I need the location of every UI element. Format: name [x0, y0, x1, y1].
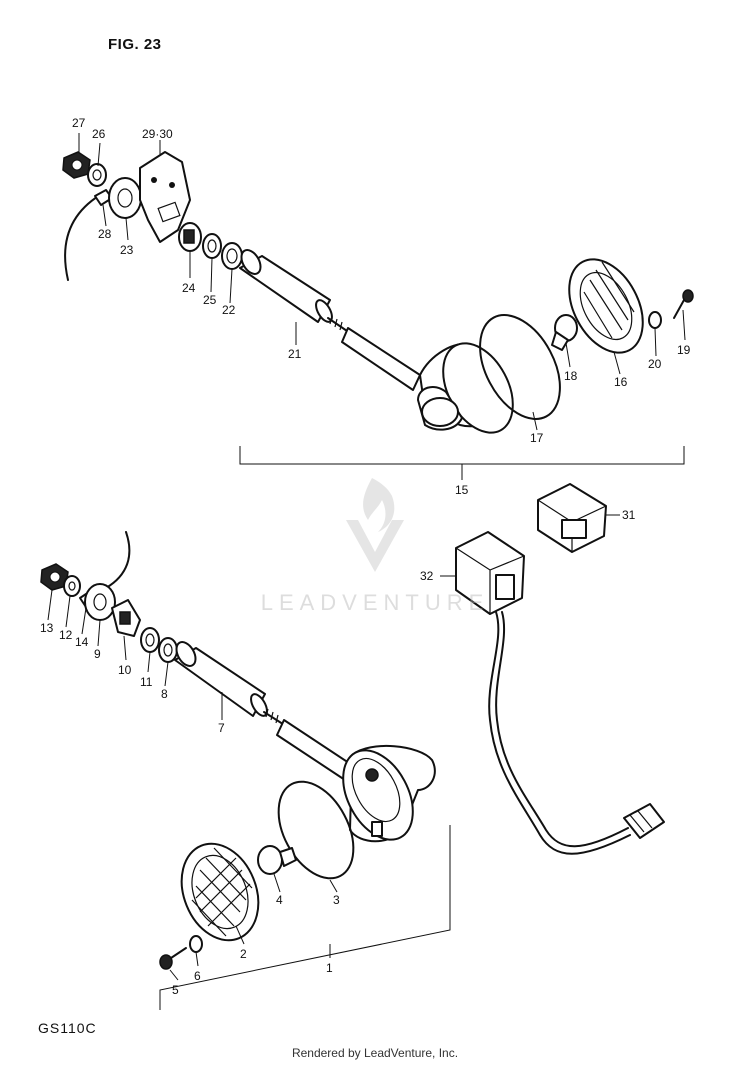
callout-22: 22 [222, 303, 236, 317]
lamp-housing-front [342, 744, 436, 843]
washer-25 [202, 233, 222, 259]
bracket-9 [84, 583, 116, 621]
callout-20: 20 [648, 357, 662, 371]
callout-6: 6 [194, 969, 201, 983]
figure-title: FIG. 23 [108, 36, 162, 53]
callout-5: 5 [172, 983, 179, 997]
callout-14: 14 [75, 635, 89, 649]
callout-25: 25 [203, 293, 217, 307]
callout-18: 18 [564, 369, 578, 383]
callout-8: 8 [161, 687, 168, 701]
plate-10 [111, 599, 141, 637]
washer-11 [140, 627, 160, 653]
callout-31: 31 [622, 508, 636, 522]
front-turn-signal-assembly [40, 531, 451, 1010]
callout-26: 26 [92, 127, 106, 141]
callout-21: 21 [288, 347, 302, 361]
callout-7: 7 [218, 721, 225, 735]
callout-11: 11 [140, 675, 153, 689]
callout-24: 24 [182, 281, 196, 295]
bracket-23 [108, 177, 142, 219]
bracket-plate-29-30 [139, 151, 191, 243]
callout-32: 32 [420, 569, 434, 583]
callout-28: 28 [98, 227, 112, 241]
bulb-4 [257, 845, 297, 875]
callout-labels: 27 26 29·30 28 23 24 25 22 21 18 17 16 2… [40, 116, 691, 997]
callout-12: 12 [59, 628, 73, 642]
washer-26 [87, 163, 107, 187]
callout-1: 1 [326, 961, 333, 975]
stem-21 [239, 249, 421, 391]
lens-16 [568, 258, 644, 354]
rear-turn-signal-assembly [62, 133, 694, 480]
callout-19: 19 [677, 343, 691, 357]
lens-2 [180, 842, 260, 942]
screw-5 [159, 947, 187, 970]
callout-13: 13 [40, 621, 54, 635]
washer-22 [221, 242, 243, 270]
callout-17: 17 [530, 431, 544, 445]
callout-23: 23 [120, 243, 134, 257]
callout-15: 15 [455, 483, 469, 497]
gasket-17 [479, 314, 561, 420]
washer-8 [158, 637, 178, 663]
callout-16: 16 [614, 375, 628, 389]
callout-4: 4 [276, 893, 283, 907]
wire-lead-front [105, 531, 131, 589]
bulb-18 [551, 314, 578, 351]
nut-13 [40, 563, 69, 591]
wire-lead [64, 194, 101, 281]
lamp-housing-rear [417, 342, 514, 434]
relay-31 [537, 483, 607, 553]
screw-19 [673, 289, 694, 319]
washer-6 [189, 935, 203, 953]
stem-7 [174, 641, 353, 781]
callout-2: 2 [240, 947, 247, 961]
callout-3: 3 [333, 893, 340, 907]
washer-24 [178, 222, 202, 252]
relay-32 [455, 531, 525, 615]
washer-12 [63, 575, 81, 597]
callout-9: 9 [94, 647, 101, 661]
callout-29-30: 29·30 [142, 127, 173, 141]
model-code: GS110C [38, 1020, 97, 1036]
callout-10: 10 [118, 663, 132, 677]
gasket-3 [277, 780, 355, 880]
wiring-harness [488, 611, 631, 855]
callout-27: 27 [72, 116, 86, 130]
connector-plug [623, 803, 665, 839]
washer-20 [648, 311, 662, 329]
nut-27 [62, 151, 91, 179]
footer-credit: Rendered by LeadVenture, Inc. [291, 1046, 459, 1060]
